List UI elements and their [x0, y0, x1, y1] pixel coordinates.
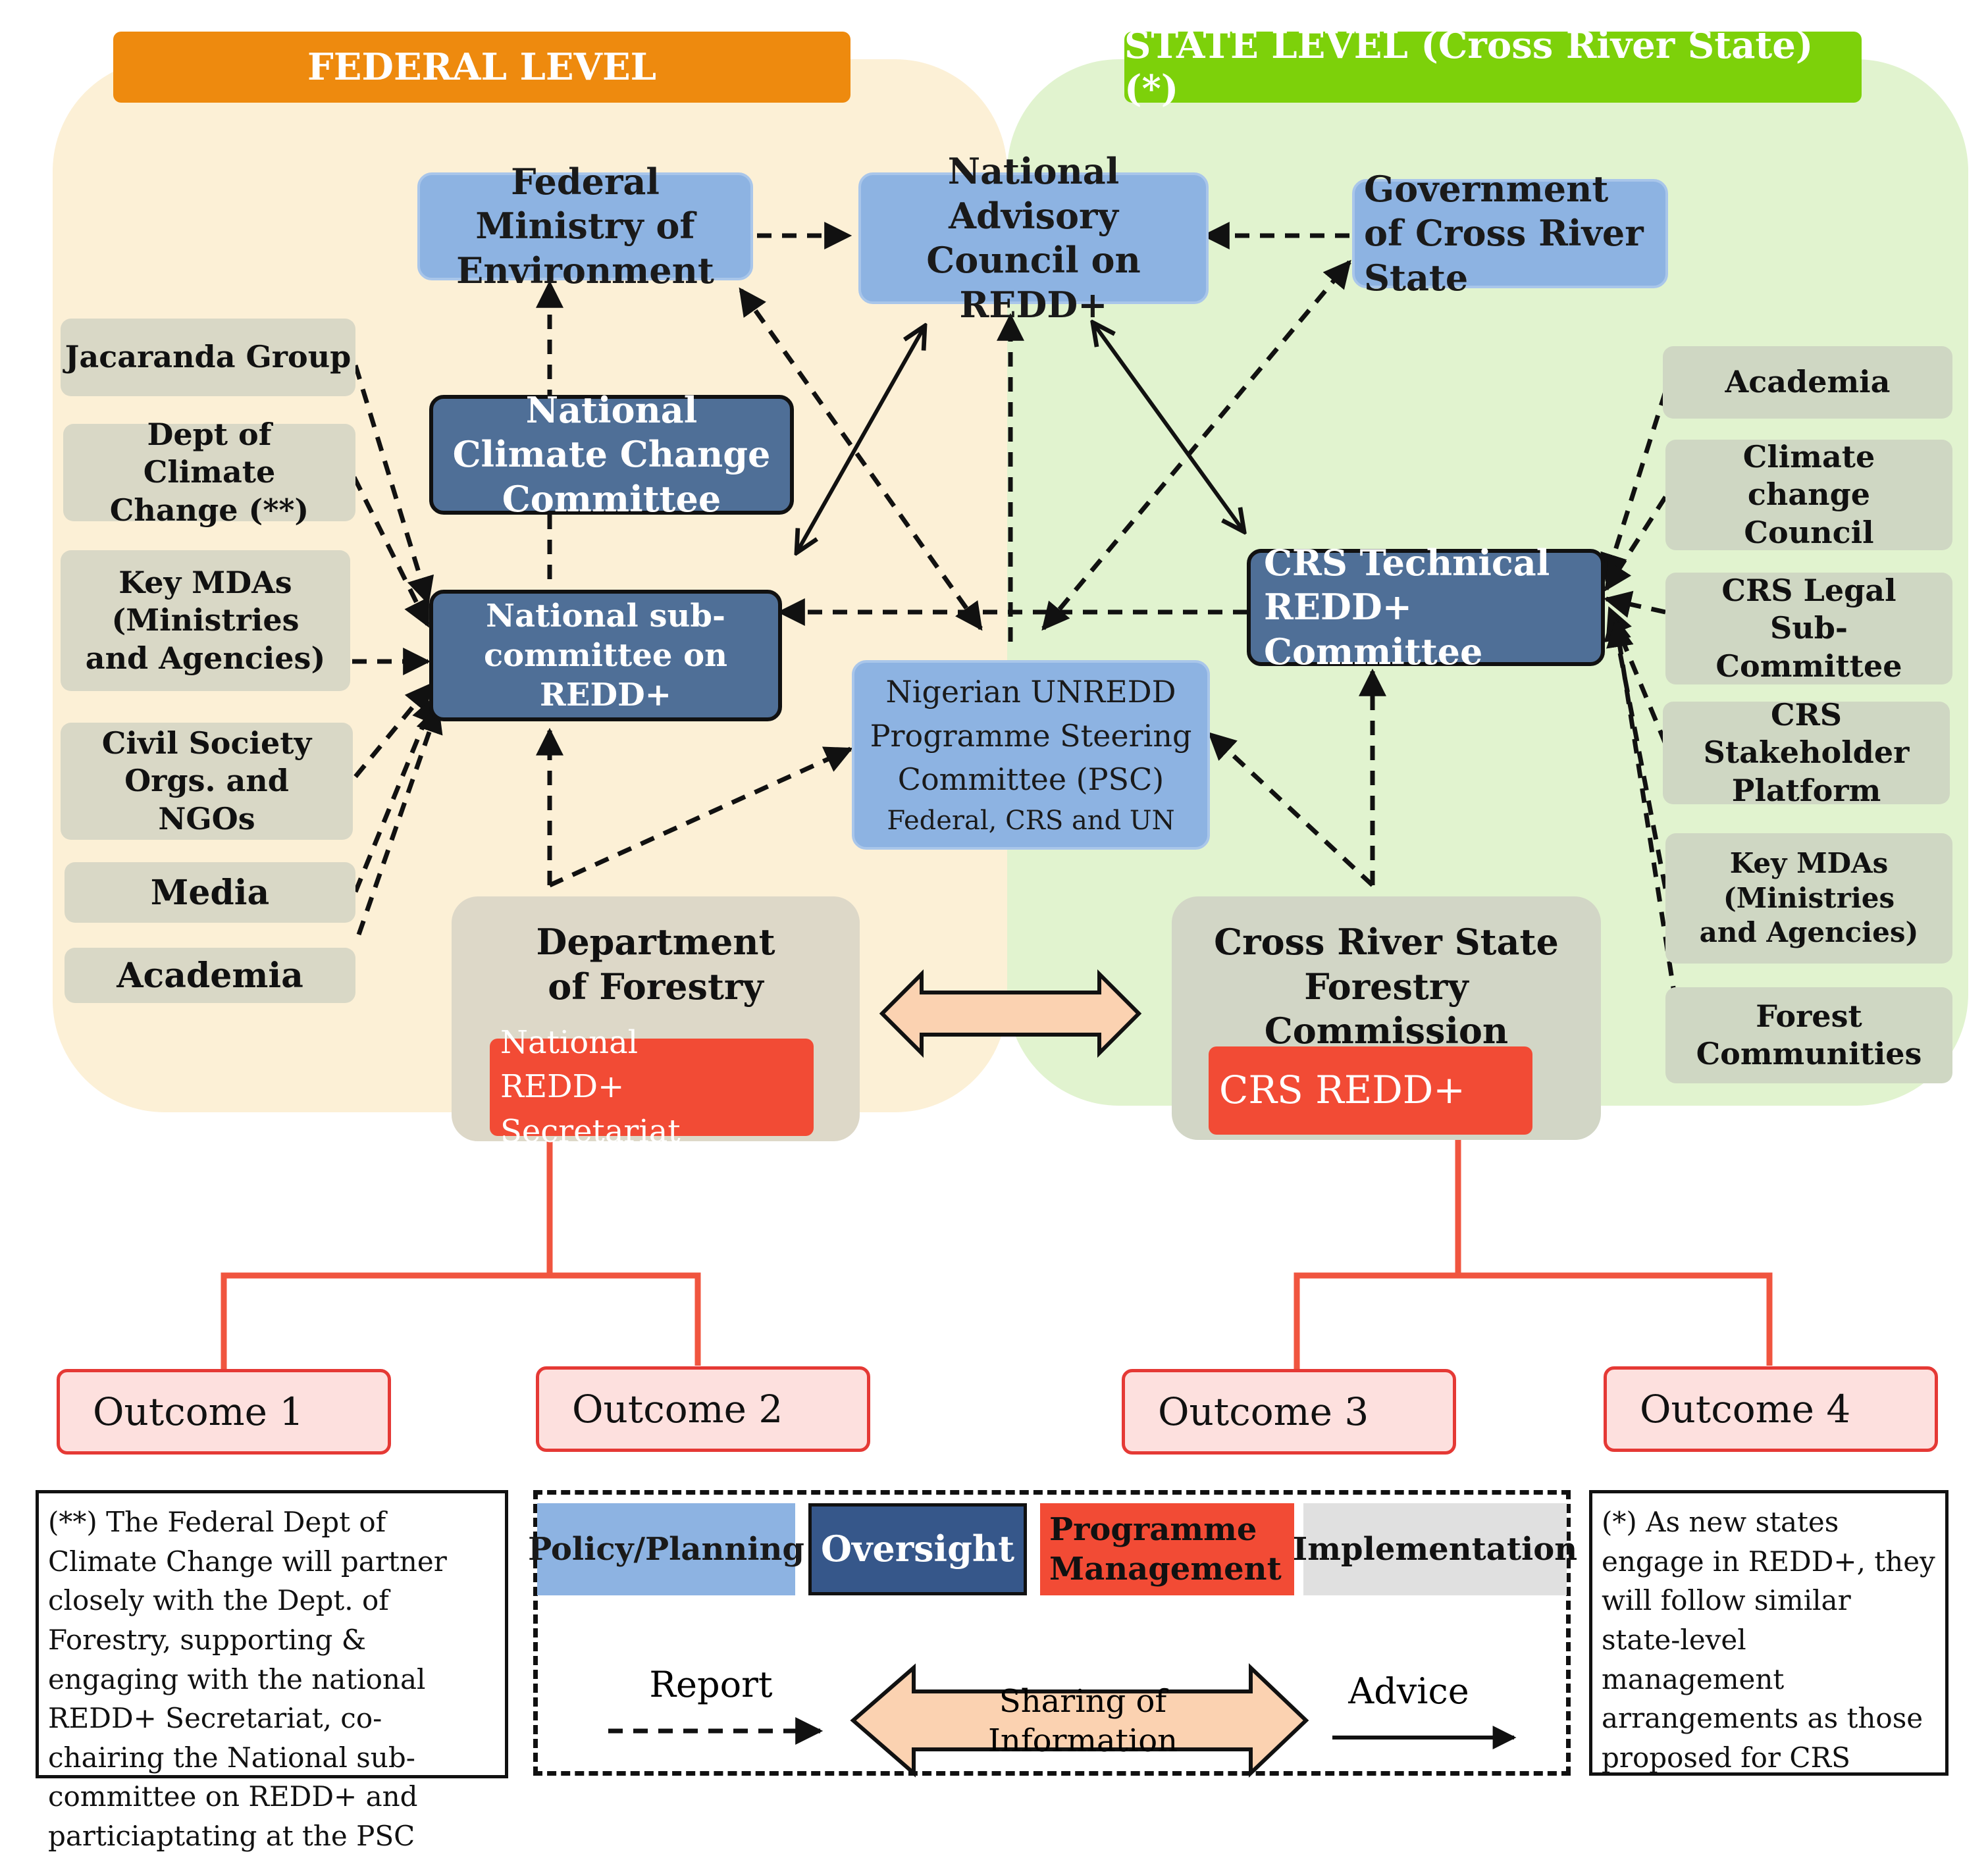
- outcome-4: Outcome 4: [1604, 1366, 1938, 1452]
- national-climate-change-committee: National Climate Change Committee: [429, 389, 794, 520]
- psc-subtitle: Federal, CRS and UN: [887, 806, 1175, 837]
- right-stakeholder-platform: CRS Stakeholder Platform: [1663, 697, 1950, 808]
- outcome-1: Outcome 1: [57, 1369, 391, 1455]
- legend-sharing-arrow: [850, 1663, 1309, 1778]
- crs-technical-redd-committee: CRS Technical REDD+ Committee: [1247, 542, 1605, 673]
- left-stakeholder-jacaranda: Jacaranda Group: [61, 319, 355, 396]
- legend: [533, 1490, 1571, 1776]
- outcome-3: Outcome 3: [1122, 1369, 1456, 1455]
- advice-arrows: [797, 322, 1244, 553]
- federal-note: (**) The Federal Dept of Climate Change …: [36, 1490, 508, 1852]
- state-note: (*) As new states engage in REDD+, they …: [1589, 1490, 1949, 1776]
- right-stakeholder-forest-communities: Forest Communities: [1665, 987, 1952, 1083]
- crs-forestry-commission-label: Cross River State Forestry Commission: [1214, 921, 1559, 1052]
- national-sub-committee-on-redd: National sub-committee on REDD+: [429, 590, 782, 721]
- sharing-arrow-main: [879, 969, 1142, 1058]
- department-of-forestry-label: Department of Forestry: [536, 921, 775, 1008]
- state-level-header: STATE LEVEL (Cross River State) (*): [1124, 24, 1862, 111]
- legend-implementation: Implementation: [1293, 1503, 1577, 1595]
- right-stakeholder-climate-council: Climate change Council: [1665, 439, 1952, 550]
- connector-layer: [221, 222, 1773, 1369]
- legend-policy: Policy/Planning: [528, 1503, 804, 1595]
- psc-title: Nigerian UNREDD Programme Steering Commi…: [870, 673, 1192, 798]
- psc-box: Nigerian UNREDD Programme Steering Commi…: [852, 660, 1210, 850]
- outcome-2: Outcome 2: [536, 1366, 870, 1452]
- crs-forestry-commission: Cross River State Forestry Commission: [1172, 896, 1601, 1140]
- legend-symbols: [608, 1663, 1517, 1778]
- legend-advice-label: Advice: [1348, 1670, 1469, 1713]
- left-stakeholder-academia: Academia: [65, 948, 355, 1003]
- federal-level-header: FEDERAL LEVEL: [113, 32, 850, 103]
- legend-report-label: Report: [649, 1664, 773, 1706]
- left-stakeholder-civil-society: Civil Society Orgs. and NGOs: [61, 723, 353, 840]
- left-stakeholder-media: Media: [65, 862, 355, 923]
- right-stakeholder-key-mdas: Key MDAs (Ministries and Agencies): [1665, 833, 1952, 964]
- left-stakeholder-key-mdas: Key MDAs (Ministries and Agencies): [61, 550, 350, 691]
- right-stakeholder-academia: Academia: [1663, 346, 1952, 419]
- legend-programme: Programme Management: [1040, 1503, 1294, 1595]
- legend-sharing-label: Sharing of Information: [987, 1683, 1178, 1759]
- crs-redd: CRS REDD+: [1209, 1046, 1532, 1135]
- programme-lines: [221, 1132, 1773, 1369]
- right-stakeholder-legal-subcommittee: CRS Legal Sub-Committee: [1665, 573, 1952, 684]
- legend-oversight: Oversight: [808, 1503, 1027, 1595]
